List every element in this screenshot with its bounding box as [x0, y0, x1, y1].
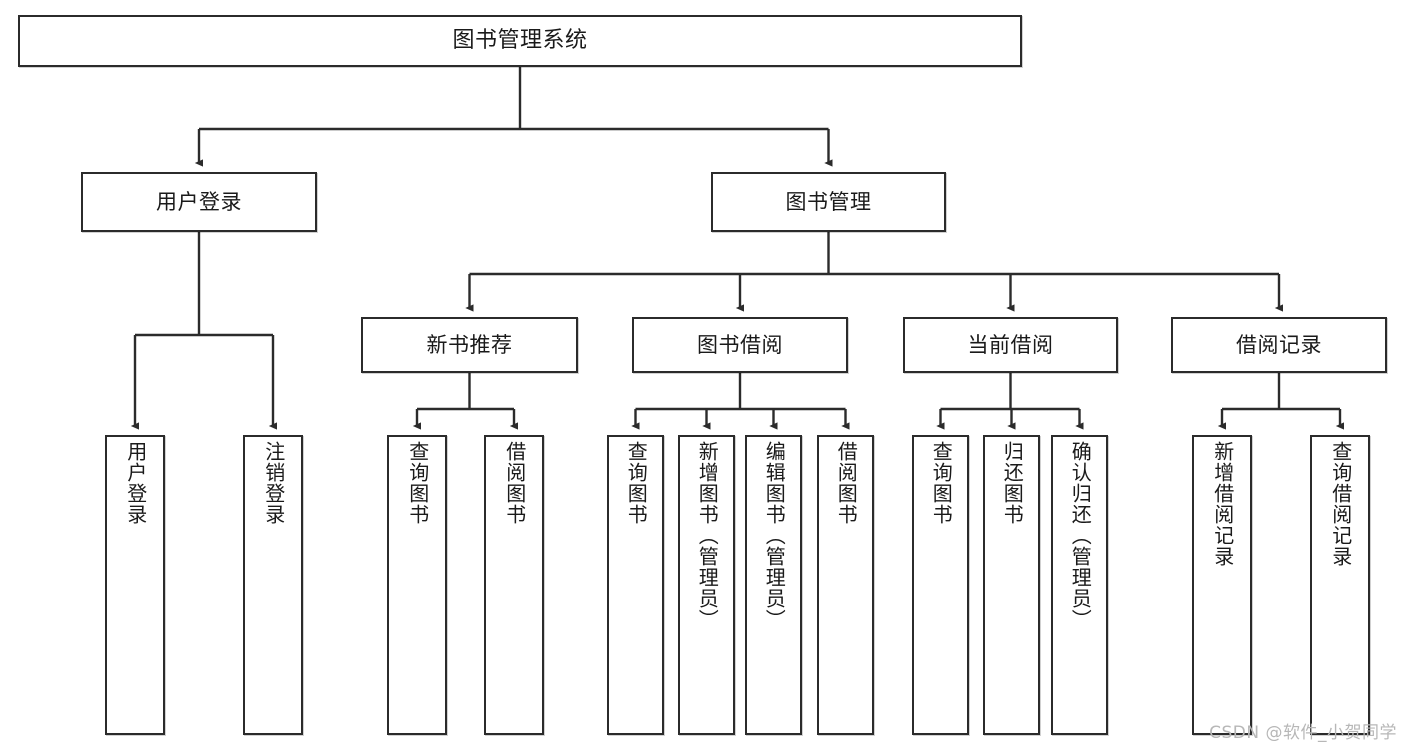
node-leaf-edit-book-admin[interactable]: 编辑图书（管理员） — [745, 435, 802, 735]
node-new-book-recommend-label: 新书推荐 — [426, 332, 513, 357]
node-borrow-record[interactable]: 借阅记录 — [1171, 317, 1387, 373]
node-leaf-user-login[interactable]: 用户登录 — [105, 435, 165, 735]
node-leaf-confirm-return-admin[interactable]: 确认归还（管理员） — [1051, 435, 1108, 735]
node-leaf-logout-label: 注销登录 — [261, 441, 286, 525]
node-leaf-edit-book-admin-label: 编辑图书（管理员） — [762, 441, 787, 630]
node-leaf-add-borrow-record[interactable]: 新增借阅记录 — [1192, 435, 1252, 735]
node-leaf-borrow-query-book[interactable]: 查询图书 — [607, 435, 664, 735]
node-leaf-logout[interactable]: 注销登录 — [243, 435, 303, 735]
node-leaf-user-login-label: 用户登录 — [123, 441, 148, 525]
node-leaf-recommend-borrow-book[interactable]: 借阅图书 — [484, 435, 544, 735]
node-leaf-borrow-query-book-label: 查询图书 — [624, 441, 649, 525]
node-leaf-add-borrow-record-label: 新增借阅记录 — [1210, 441, 1235, 567]
node-leaf-recommend-query-book-label: 查询图书 — [405, 441, 430, 525]
node-leaf-borrow-book[interactable]: 借阅图书 — [817, 435, 874, 735]
node-book-manage-label: 图书管理 — [785, 189, 872, 214]
node-new-book-recommend[interactable]: 新书推荐 — [361, 317, 578, 373]
node-current-borrow-label: 当前借阅 — [967, 332, 1054, 357]
csdn-watermark: CSDN @软件_小贺同学 — [1209, 723, 1397, 743]
node-leaf-recommend-borrow-book-label: 借阅图书 — [502, 441, 527, 525]
node-leaf-return-book[interactable]: 归还图书 — [983, 435, 1040, 735]
node-book-borrow[interactable]: 图书借阅 — [632, 317, 848, 373]
node-leaf-recommend-query-book[interactable]: 查询图书 — [387, 435, 447, 735]
node-borrow-record-label: 借阅记录 — [1236, 332, 1322, 357]
node-leaf-query-borrow-record-label: 查询借阅记录 — [1328, 441, 1353, 567]
node-leaf-confirm-return-admin-label: 确认归还（管理员） — [1068, 441, 1093, 630]
node-leaf-return-book-label: 归还图书 — [1000, 441, 1025, 525]
node-leaf-query-borrow-record[interactable]: 查询借阅记录 — [1310, 435, 1370, 735]
node-user-login[interactable]: 用户登录 — [81, 172, 317, 232]
node-current-borrow[interactable]: 当前借阅 — [903, 317, 1118, 373]
node-book-manage[interactable]: 图书管理 — [711, 172, 946, 232]
node-leaf-current-query-book[interactable]: 查询图书 — [912, 435, 969, 735]
node-leaf-add-book-admin[interactable]: 新增图书（管理员） — [678, 435, 735, 735]
node-book-borrow-label: 图书借阅 — [697, 332, 783, 357]
node-user-login-label: 用户登录 — [156, 189, 242, 214]
node-leaf-current-query-book-label: 查询图书 — [929, 441, 954, 525]
node-root-label: 图书管理系统 — [452, 28, 588, 54]
node-root[interactable]: 图书管理系统 — [18, 15, 1022, 67]
node-leaf-borrow-book-label: 借阅图书 — [834, 441, 859, 525]
node-leaf-add-book-admin-label: 新增图书（管理员） — [695, 441, 720, 630]
